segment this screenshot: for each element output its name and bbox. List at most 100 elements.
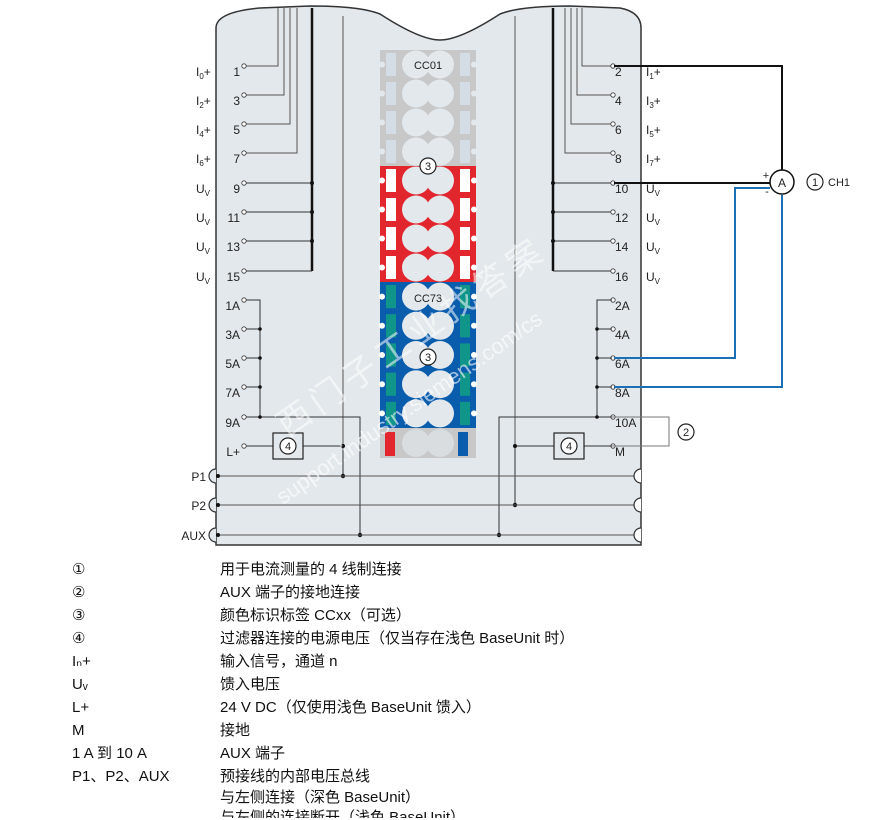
aux-terminal-label: 6A [615,357,630,371]
terminal-number: 1 [233,65,240,79]
terminal-7[interactable] [241,150,247,156]
aux-terminal-label: 7A [225,386,240,400]
terminal-14[interactable] [610,238,616,244]
aux-terminal-1A[interactable] [241,297,247,303]
legend-continuation-1: 与左侧连接（深色 BaseUnit） [220,789,421,806]
terminal-number: 4 [615,94,622,108]
callout-3-top: 3 [425,161,431,173]
legend-row: Iₙ+ 输入信号，通道 n [72,650,872,673]
aux-terminal-label: 5A [225,357,240,371]
aux-terminal-label: 1A [225,299,240,313]
aux-terminal-label: L+ [226,445,240,459]
legend-key: ④ [72,630,86,647]
aux-terminal-label: 2A [615,299,630,313]
signal-label: UV [196,240,211,256]
legend-key: Iₙ+ [72,653,91,670]
callout-2: 2 [683,427,689,439]
signal-label: I4+ [196,123,211,139]
terminal-number: 16 [615,270,629,284]
terminal-number: 9 [233,182,240,196]
legend-row: Uᵥ 馈入电压 [72,673,872,696]
signal-label: UV [196,182,211,198]
legend-value: 过滤器连接的电源电压（仅当存在浅色 BaseUnit 时） [220,630,575,647]
legend-key: Uᵥ [72,676,88,693]
terminal-number: 12 [615,211,629,225]
signal-label: UV [646,211,661,227]
terminal-number: 10 [615,182,629,196]
signal-label: I1+ [646,65,661,81]
legend-row: ④ 过滤器连接的电源电压（仅当存在浅色 BaseUnit 时） [72,627,872,650]
legend-key: M [72,722,85,739]
color-label-cc01: CC01 [414,60,442,72]
legend-value: 馈入电压 [220,676,281,693]
terminal-1[interactable] [241,63,247,69]
signal-label: UV [646,182,661,198]
signal-label: I5+ [646,123,661,139]
terminal-16[interactable] [610,268,616,274]
legend-value: 颜色标识标签 CCxx（可选） [220,607,411,624]
terminal-number: 15 [227,270,241,284]
terminal-8[interactable] [610,150,616,156]
color-label-cc73: CC73 [414,293,442,305]
terminal-15[interactable] [241,268,247,274]
terminal-9[interactable] [241,180,247,186]
ammeter-minus: - [765,186,769,198]
terminal-3[interactable] [241,92,247,98]
signal-label: I3+ [646,94,661,110]
signal-label: I0+ [196,65,211,81]
aux-terminal-L+[interactable] [241,443,247,449]
ammeter-label: A [778,176,786,190]
bus-label-aux: AUX [181,529,206,543]
channel-label: CH1 [828,177,850,189]
terminal-13[interactable] [241,238,247,244]
terminal-number: 6 [615,123,622,137]
aux-terminal-7A[interactable] [241,384,247,390]
signal-label: I6+ [196,152,211,168]
aux-terminal-label: M [615,445,625,459]
aux-terminal-label: 3A [225,328,240,342]
aux-terminal-9A[interactable] [241,414,247,420]
callout-4-right: 4 [566,441,572,453]
legend-row: M 接地 [72,719,872,742]
callout-4-left: 4 [285,441,291,453]
legend-value: 接地 [220,722,251,739]
terminal-5[interactable] [241,121,247,127]
terminal-12[interactable] [610,209,616,215]
bus-label-p2: P2 [191,499,206,513]
bus-label-p1: P1 [191,470,206,484]
terminal-number: 2 [615,65,622,79]
signal-label: UV [196,211,211,227]
aux-terminal-5A[interactable] [241,355,247,361]
ammeter-symbol [769,169,795,195]
terminal-number: 11 [228,211,241,225]
legend-key: P1、P2、AUX [72,768,170,785]
legend-key: 1 A 到 10 A [72,745,148,762]
ammeter-plus: + [763,170,769,182]
terminal-number: 7 [233,152,240,166]
wiring-diagram: 4 4 P1 P2 AUX CC01 CC73 3 3 [181,5,850,546]
legend-key: ② [72,584,86,601]
signal-label: I7+ [646,152,661,168]
callout-3-bottom: 3 [425,352,431,364]
terminal-4[interactable] [610,92,616,98]
signal-label: UV [646,270,661,286]
terminal-number: 5 [233,123,240,137]
terminal-number: 8 [615,152,622,166]
callout-1: 1 [812,177,818,189]
legend-continuation-2: 与左侧的连接断开（浅色 BaseUnit） [220,809,466,818]
aux-terminal-label: 9A [225,416,240,430]
legend-value: 预接线的内部电压总线 [220,768,371,785]
terminal-number: 13 [227,240,241,254]
terminal-number: 14 [615,240,629,254]
legend-key: L+ [72,699,90,716]
legend-value: 输入信号，通道 n [220,653,338,670]
signal-label: I2+ [196,94,211,110]
aux-terminal-3A[interactable] [241,326,247,332]
terminal-11[interactable] [241,209,247,215]
signal-label: UV [196,270,211,286]
terminal-6[interactable] [610,121,616,127]
